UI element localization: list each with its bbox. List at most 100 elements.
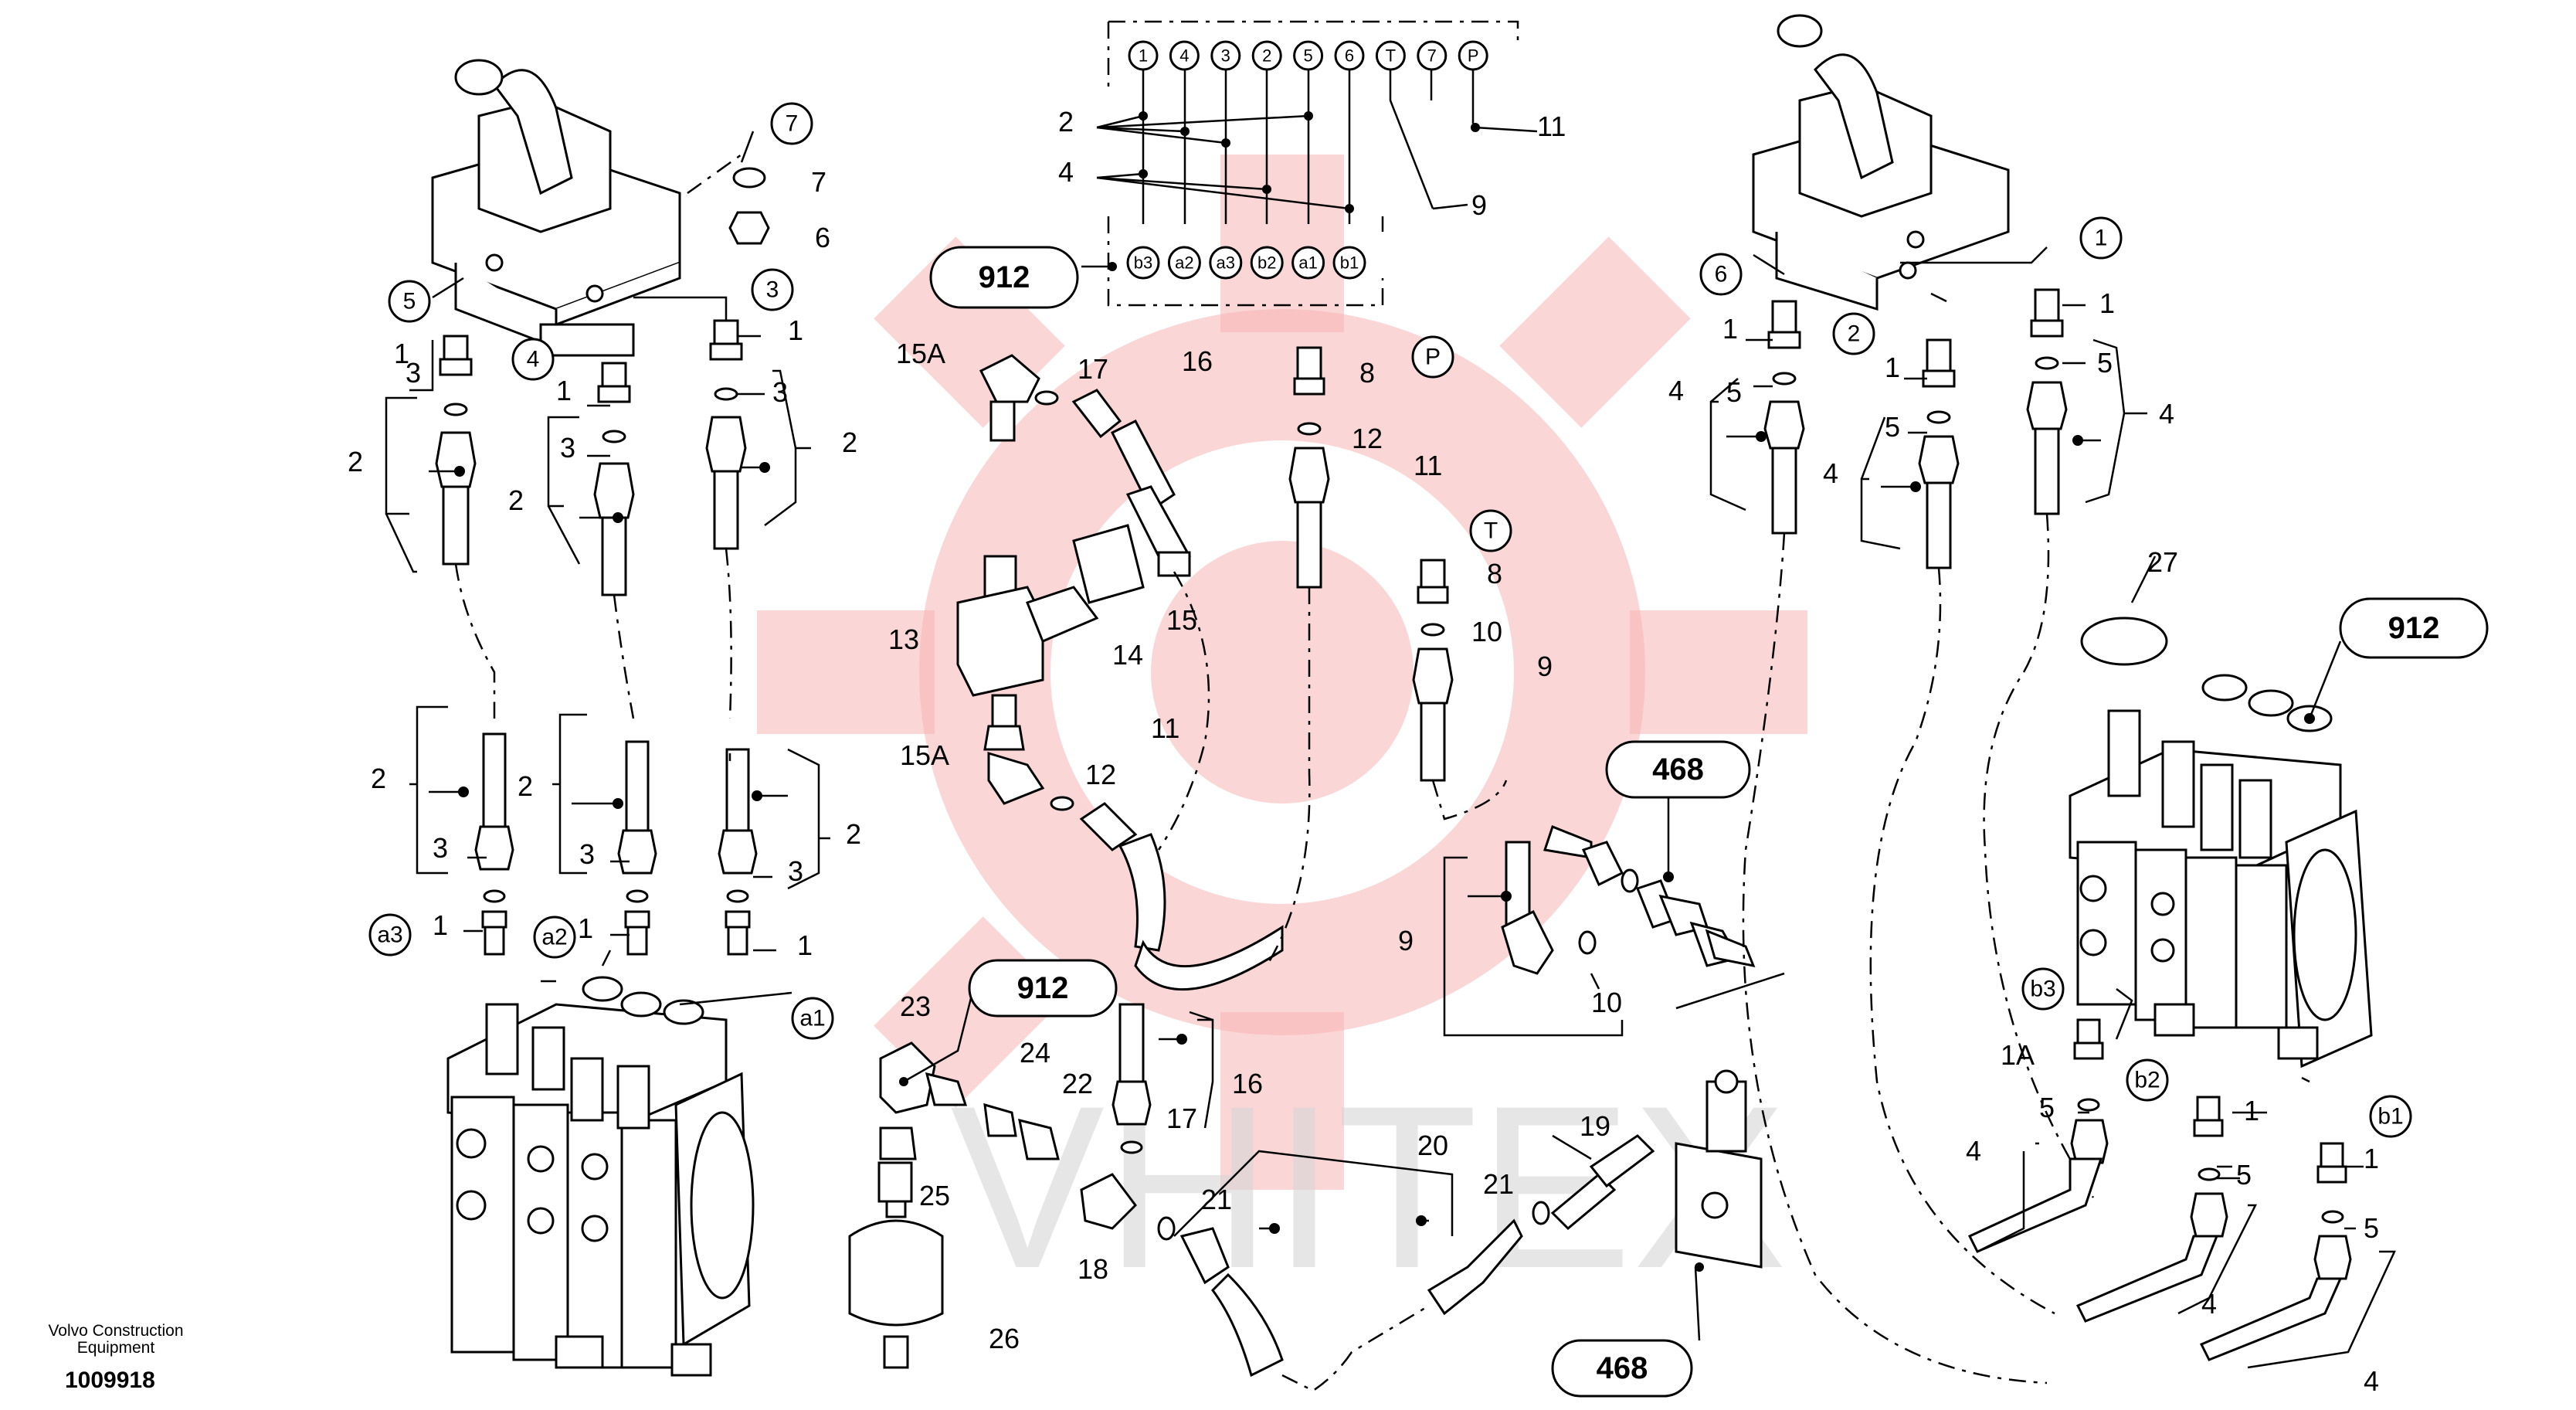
plug-6	[728, 211, 770, 245]
part-label-m-16: 16	[1182, 345, 1213, 377]
watermark-gear	[757, 155, 1807, 1190]
callout-circle-7: 7	[770, 102, 813, 145]
header-port-circle: P	[1458, 40, 1488, 71]
header-leaders	[1081, 70, 1538, 271]
part-label-b-21b: 21	[1483, 1168, 1514, 1200]
right-leaders	[1709, 246, 2396, 1369]
callout-text: 2	[1848, 321, 1861, 347]
part-label-t-9: 9	[1471, 189, 1487, 221]
callout-text: a1	[799, 1006, 825, 1031]
part-label-l-2a: 2	[348, 446, 363, 477]
part-label-r-1e: 1	[2244, 1095, 2259, 1126]
part-label-l-1d: 1	[433, 909, 448, 941]
document-number: 1009918	[65, 1368, 155, 1393]
part-label-r-4f: 4	[2364, 1365, 2379, 1397]
part-label-b-20: 20	[1417, 1130, 1448, 1161]
center-hoses	[1112, 346, 1454, 1154]
part-label-l-1b: 1	[556, 375, 572, 406]
part-label-r-4a: 4	[1668, 375, 1684, 406]
part-label-r-1c: 1	[2099, 287, 2115, 319]
callout-text: a3	[377, 922, 402, 948]
solenoid-assembly	[956, 354, 1284, 991]
check-valve-468	[1501, 825, 1756, 975]
part-label-l-1a: 1	[394, 338, 409, 369]
callout-text: 1	[2095, 226, 2108, 251]
part-label-l-6: 6	[815, 222, 830, 253]
right-fittings	[1763, 288, 2068, 569]
header-port-text: 2	[1262, 46, 1271, 66]
callout-text: T	[1484, 518, 1498, 544]
part-label-m-10: 10	[1471, 616, 1502, 647]
header-port-text: P	[1468, 46, 1479, 66]
ref-box-text: 468	[1652, 753, 1704, 787]
part-label-l-1c: 1	[788, 314, 803, 346]
part-label-l-3e: 3	[579, 838, 595, 870]
header-port-text: 1	[1139, 46, 1148, 66]
ref-box-text: 912	[1017, 971, 1069, 1005]
part-label-t-2: 2	[1058, 106, 1074, 138]
part-label-r-27: 27	[2147, 546, 2178, 578]
header-port-circle: T	[1375, 40, 1406, 71]
header-port-circle: 6	[1334, 40, 1365, 71]
part-label-l-2f: 2	[846, 818, 861, 850]
part-label-r-5a: 5	[1726, 376, 1742, 408]
callout-text: 7	[786, 111, 799, 137]
part-label-r-5d: 5	[2039, 1092, 2055, 1123]
part-label-l-7: 7	[811, 166, 826, 198]
callout-circle-4: 4	[511, 338, 555, 381]
callout-text: a2	[541, 925, 567, 950]
part-label-r-4e: 4	[2201, 1288, 2217, 1320]
header-port-text: 7	[1427, 46, 1437, 66]
callout-circle-a2: a2	[533, 916, 576, 959]
part-label-m-15: 15	[1166, 604, 1197, 636]
part-label-m-14: 14	[1112, 639, 1143, 671]
part-label-l-2e: 2	[518, 770, 533, 802]
header-port-text: a2	[1175, 253, 1193, 273]
part-label-r-1a: 1A	[2001, 1039, 2035, 1071]
callout-circle-1: 1	[2079, 216, 2123, 260]
part-label-l-3a: 3	[406, 357, 421, 389]
header-port-text: b2	[1257, 253, 1276, 273]
part-label-b-24: 24	[1020, 1037, 1050, 1069]
part-label-r-4d: 4	[1966, 1135, 1981, 1167]
part-label-l-2d: 2	[371, 763, 386, 794]
header-port-text: 5	[1303, 46, 1312, 66]
header-port-circle: 5	[1293, 40, 1324, 71]
right-control-valve	[2069, 674, 2373, 1069]
ref-box-text: 912	[979, 260, 1030, 294]
part-label-m-8b: 8	[1487, 558, 1502, 589]
part-label-m-9b: 9	[1398, 925, 1414, 956]
part-label-l-3c: 3	[772, 376, 788, 408]
part-label-b-16: 16	[1232, 1068, 1263, 1099]
header-port-text: b3	[1134, 253, 1152, 273]
part-label-t-4: 4	[1058, 156, 1074, 188]
part-label-m-15a2: 15A	[900, 739, 949, 771]
header-port-circle: a1	[1291, 246, 1325, 280]
part-label-t-11: 11	[1537, 110, 1566, 142]
part-label-l-3d: 3	[433, 832, 448, 864]
callout-circle-t: T	[1469, 509, 1512, 552]
callout-circle-2: 2	[1832, 312, 1875, 355]
header-port-text: b1	[1340, 253, 1359, 273]
header-port-text: 3	[1221, 46, 1230, 66]
part-label-r-5e: 5	[2236, 1159, 2252, 1191]
part-label-m-12b: 12	[1085, 759, 1116, 790]
left-fittings-bottom	[474, 732, 758, 956]
part-label-m-8: 8	[1359, 357, 1375, 389]
callout-circle-a3: a3	[368, 913, 412, 956]
callout-circle-b1: b1	[2369, 1095, 2412, 1138]
callout-text: 3	[766, 277, 779, 303]
ref-box-top-center: 912	[929, 246, 1079, 309]
part-label-l-3b: 3	[560, 432, 575, 464]
callout-circle-5: 5	[388, 280, 431, 323]
callout-circle-3: 3	[751, 268, 794, 311]
header-port-circle: a2	[1167, 246, 1201, 280]
callout-text: P	[1425, 345, 1441, 370]
part-label-m-9: 9	[1537, 651, 1553, 682]
port-header	[1107, 20, 1519, 307]
part-label-r-1a: 1	[1722, 313, 1738, 345]
